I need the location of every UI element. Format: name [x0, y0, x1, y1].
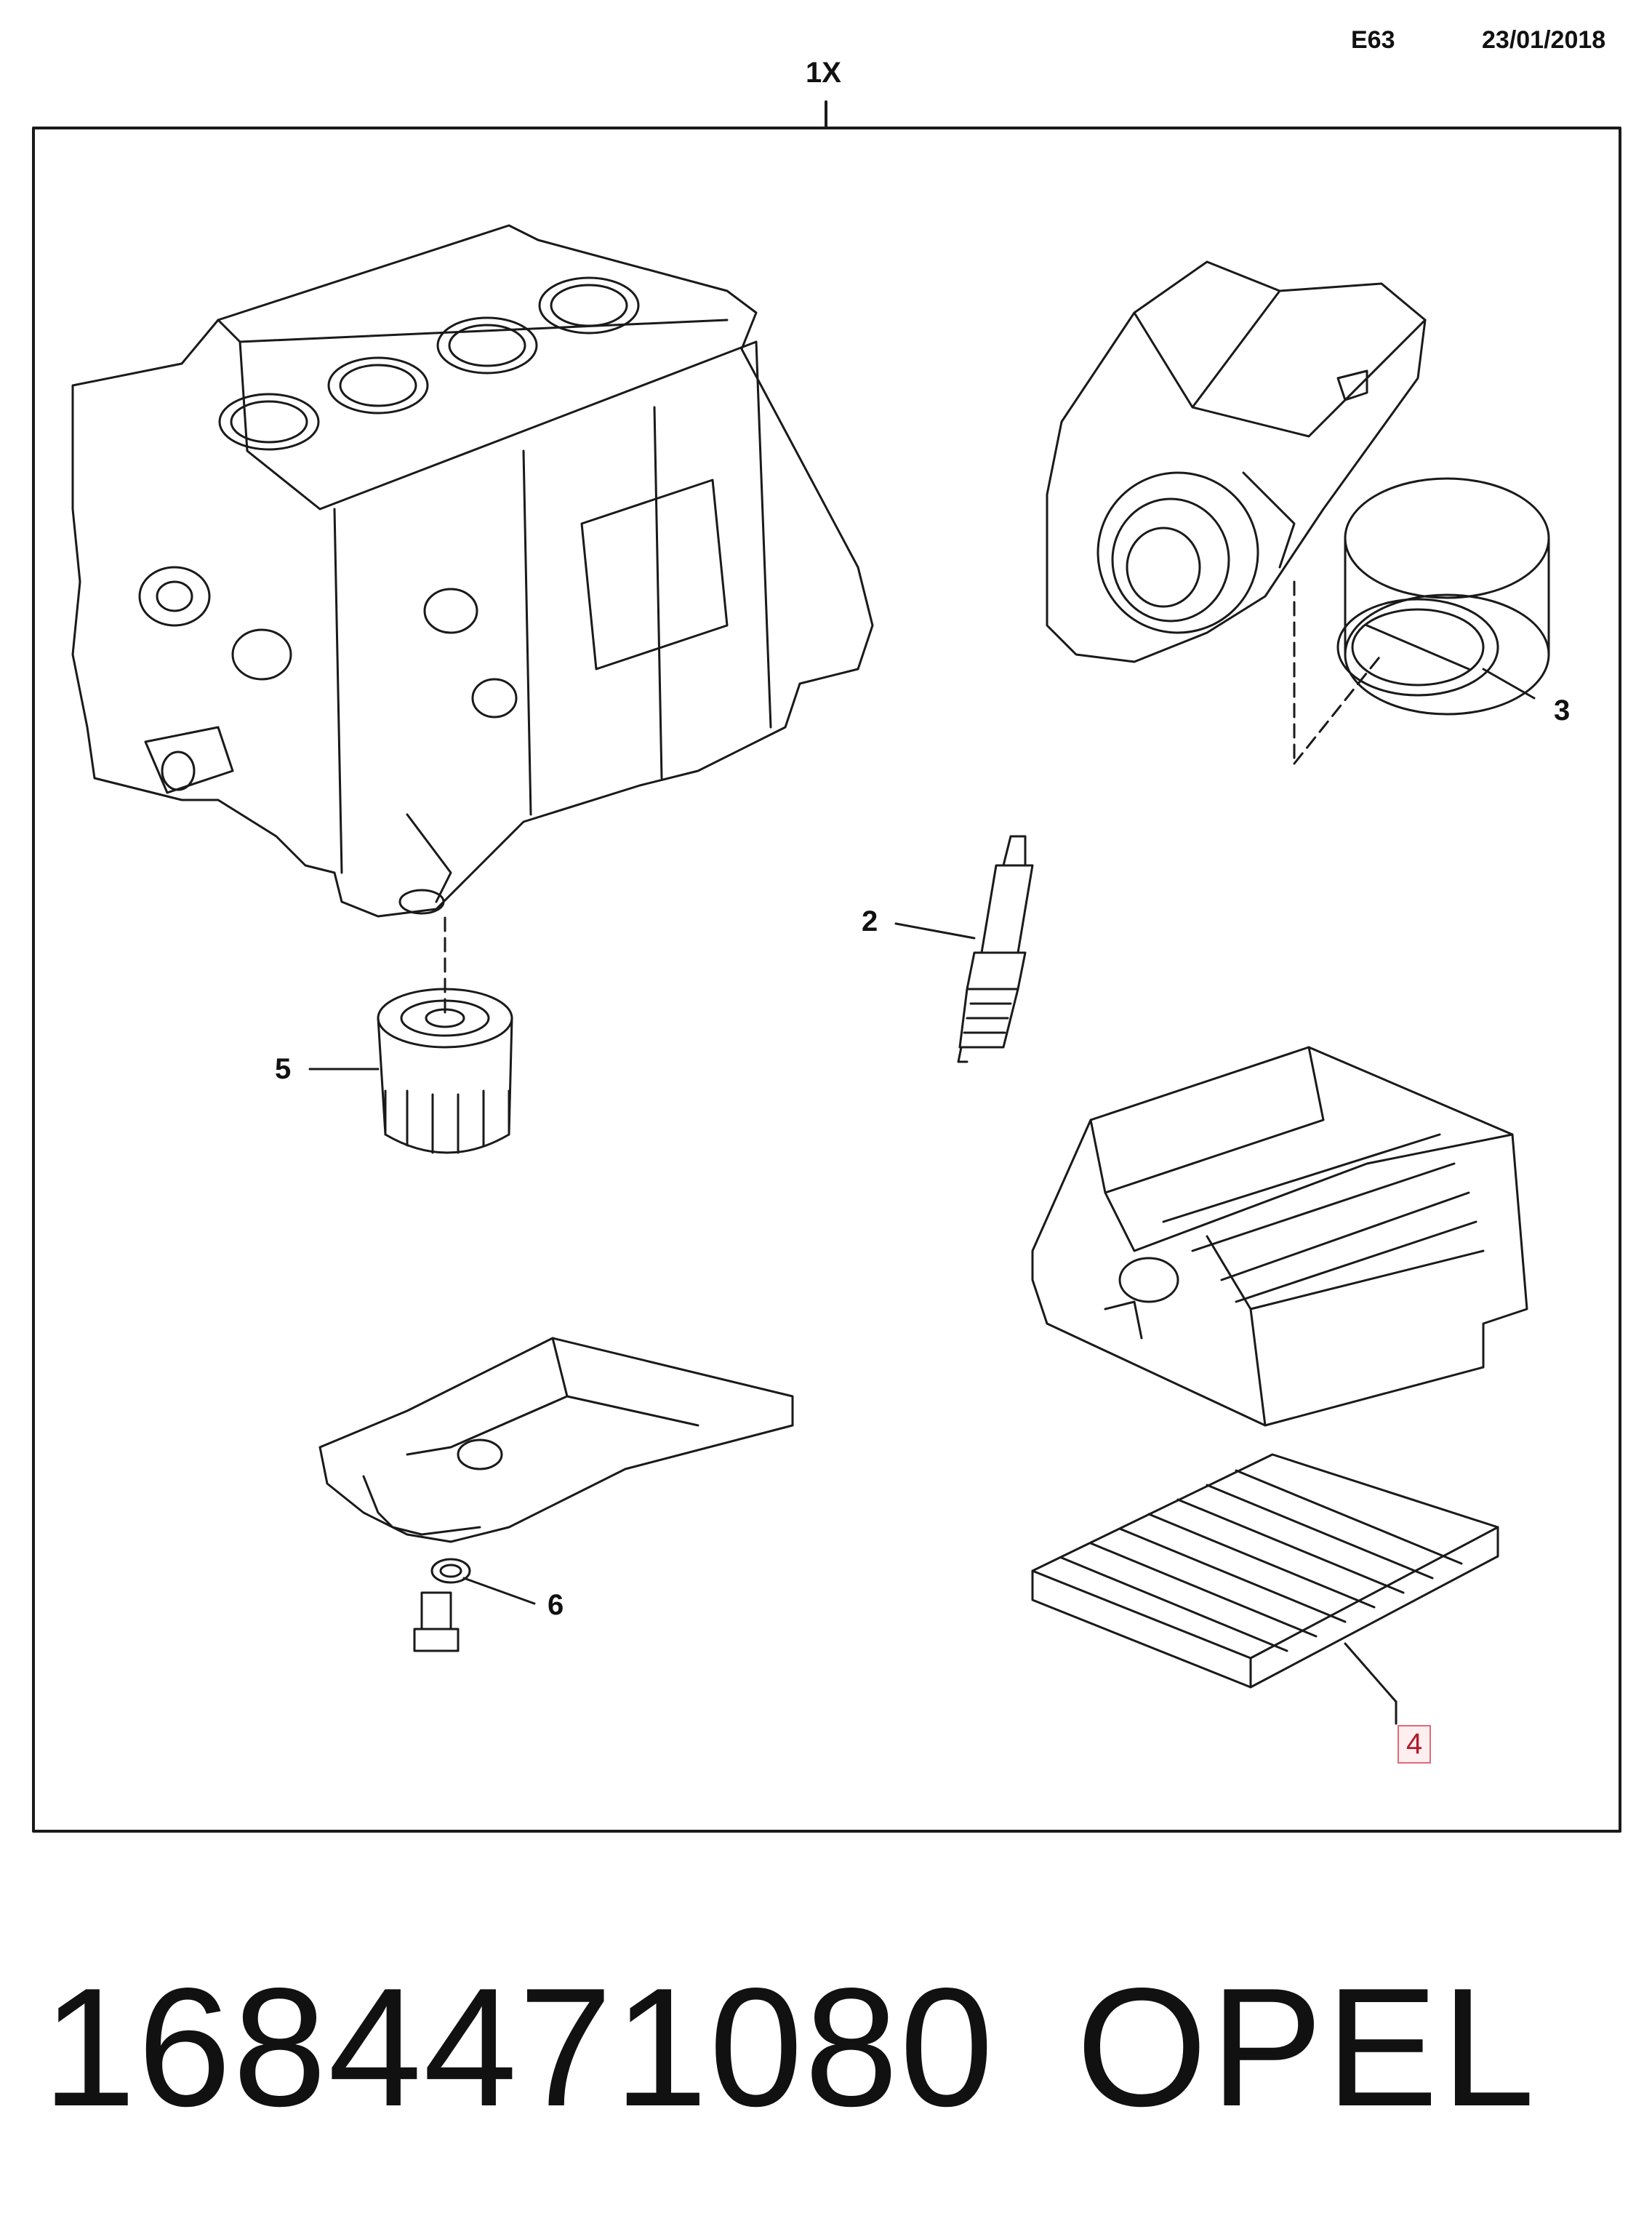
oil-filter-icon [377, 988, 513, 1154]
spark-plug-icon [957, 835, 1034, 1063]
air-filter-leader-dashed-2 [1293, 653, 1383, 765]
callout-4-highlighted[interactable]: 4 [1398, 1725, 1432, 1764]
drain-plug-icon [413, 1558, 471, 1652]
callout-6-leader [462, 1577, 536, 1605]
diagram-date: 23/01/2018 [1482, 26, 1606, 54]
cabin-filter-icon [1031, 1453, 1499, 1689]
part-number: 1684471080 [42, 1953, 995, 2142]
callout-2-leader [894, 922, 976, 940]
callout-3[interactable]: 3 [1554, 695, 1571, 727]
callout-3-leader [1482, 668, 1536, 700]
engine-block-icon [71, 224, 874, 918]
callout-6[interactable]: 6 [548, 1589, 564, 1621]
kit-quantity-label: 1X [806, 57, 841, 89]
oil-pan-icon [318, 1337, 794, 1543]
air-filter-element-icon [1336, 477, 1550, 716]
callout-5[interactable]: 5 [275, 1053, 292, 1085]
diagram-code: E63 [1351, 26, 1395, 54]
callout-4-leader [1344, 1642, 1398, 1703]
brand-name: OPEL [1076, 1953, 1538, 2142]
diagram-frame [32, 127, 1621, 1833]
air-filter-housing-icon [1046, 260, 1427, 663]
callout-2[interactable]: 2 [862, 905, 878, 937]
hvac-module-icon [1031, 1046, 1528, 1427]
